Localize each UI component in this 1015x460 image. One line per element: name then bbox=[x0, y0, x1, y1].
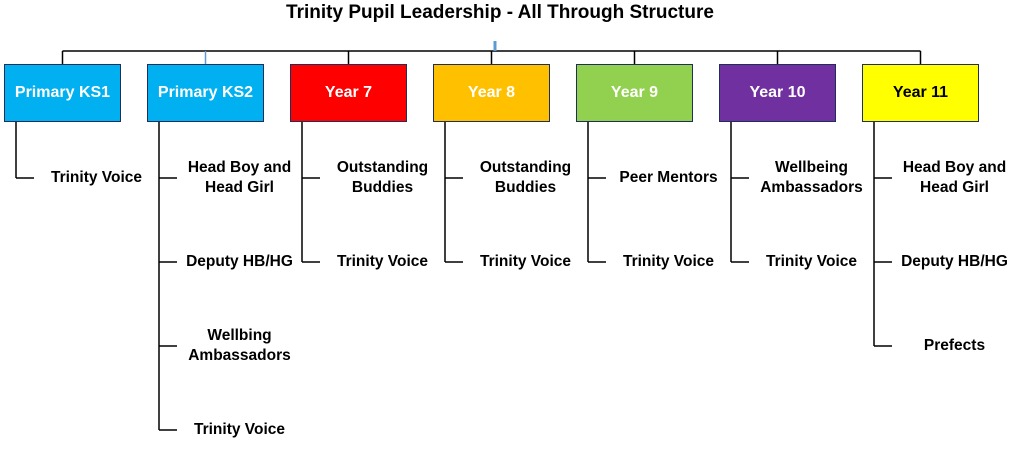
box-year-9: Year 9 bbox=[576, 64, 693, 122]
role-trinity-voice: Trinity Voice bbox=[50, 169, 143, 186]
role-trinity-voice: Trinity Voice bbox=[622, 253, 715, 270]
box-year-7: Year 7 bbox=[290, 64, 407, 122]
role-peer-mentors: Peer Mentors bbox=[619, 169, 718, 186]
role-deputy-hb-hg: Deputy HB/HG bbox=[186, 253, 293, 270]
box-label: Year 7 bbox=[324, 84, 373, 101]
role-prefects: Prefects bbox=[923, 337, 986, 354]
box-primary-ks2: Primary KS2 bbox=[147, 64, 264, 122]
box-label: Year 8 bbox=[467, 84, 516, 101]
box-label: Year 9 bbox=[610, 84, 659, 101]
role-trinity-voice: Trinity Voice bbox=[193, 421, 286, 438]
box-year-11: Year 11 bbox=[862, 64, 979, 122]
box-label: Primary KS1 bbox=[14, 84, 111, 101]
box-label: Primary KS2 bbox=[157, 84, 254, 101]
diagram-title: Trinity Pupil Leadership - All Through S… bbox=[286, 2, 714, 23]
box-year-10: Year 10 bbox=[719, 64, 836, 122]
role-trinity-voice: Trinity Voice bbox=[765, 253, 858, 270]
role-deputy-hb-hg: Deputy HB/HG bbox=[901, 253, 1008, 270]
role-trinity-voice: Trinity Voice bbox=[336, 253, 429, 270]
box-label: Year 11 bbox=[892, 84, 949, 101]
role-trinity-voice: Trinity Voice bbox=[479, 253, 572, 270]
box-year-8: Year 8 bbox=[433, 64, 550, 122]
box-label: Year 10 bbox=[749, 84, 806, 101]
box-primary-ks1: Primary KS1 bbox=[4, 64, 121, 122]
